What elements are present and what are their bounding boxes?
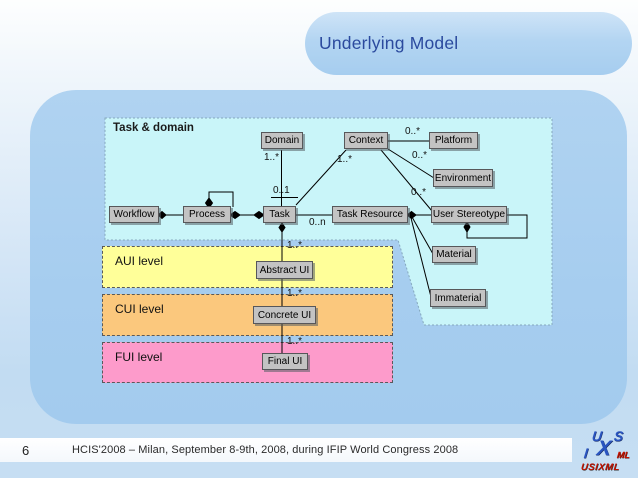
logo-letter-s: S [613,428,625,444]
node-task: Task [263,206,296,223]
edge-context-task [295,149,347,206]
node-final-ui: Final UI [262,353,308,370]
multiplicity-context-environment: 0..* [412,150,428,161]
multiplicity-abstract-concrete-ui: 1..* [287,288,303,299]
node-context: Context [344,132,388,149]
logo-letters-ml: ML [616,450,631,460]
node-workflow: Workflow [109,206,159,223]
node-user-stereotype: User Stereotype [431,206,507,223]
edge-userstereotype-self-loop [466,214,528,239]
multiplicity-context-platform: 0..* [405,126,421,137]
aui-level-band: AUI level [102,246,393,288]
node-concrete-ui: Concrete UI [253,306,316,324]
slide-title-bubble: Underlying Model [305,12,632,75]
diamond-taskresource [406,210,417,220]
fui-level-band: FUI level [102,342,393,383]
edge-taskresource-material [411,216,434,255]
multiplicity-domain-task: 1..* [264,152,280,163]
diamond-workflow [157,210,167,220]
node-domain: Domain [261,132,303,149]
node-process: Process [183,206,231,223]
node-task-resource-label: Task Resource [336,209,404,220]
node-context-label: Context [348,135,384,146]
usixml-logo: U S I X ML USIXML [578,426,636,476]
node-abstract-ui-label: Abstract UI [259,264,310,276]
node-immaterial: Immaterial [430,289,486,307]
multiplicity-context-task: 1..* [337,154,353,165]
node-concrete-ui-label: Concrete UI [257,309,312,321]
edge-taskresource-immaterial [410,217,432,298]
node-domain-label: Domain [264,135,300,146]
node-process-label: Process [188,209,226,220]
multiplicity-task-abstract-ui: 1..* [287,240,303,251]
diamond-userstereotype-loop [463,221,471,233]
diamond-task-bottom [278,222,286,233]
logo-letter-x: X [595,437,613,460]
node-task-label: Task [269,209,290,220]
edge-context-environment [387,148,435,179]
node-environment-label: Environment [434,172,492,184]
multiplicity-context-user-stereotype: 0..* [411,187,427,198]
slide-title: Underlying Model [319,33,459,53]
node-user-stereotype-label: User Stereotype [432,209,506,220]
edge-process-self-loop [208,191,234,207]
multiplicity-task-task-resource: 0..n [309,217,326,228]
node-abstract-ui: Abstract UI [256,261,313,279]
logo-wordmark: USIXML [580,462,621,473]
node-task-resource: Task Resource [332,206,408,223]
node-environment: Environment [433,169,493,187]
diamond-process-right [229,210,241,220]
multiplicity-concrete-final-ui: 1..* [287,336,303,347]
multiplicity-task-domain: 0..1 [273,185,290,196]
edge-context-userstereotype [380,149,433,212]
cui-level-band: CUI level [102,294,393,336]
page-number: 6 [22,442,30,458]
node-material-label: Material [436,249,472,260]
logo-letter-i: I [583,445,589,461]
node-platform-label: Platform [434,135,473,146]
node-workflow-label: Workflow [113,209,155,220]
cui-level-label: CUI level [115,302,164,316]
aui-level-label: AUI level [115,254,164,268]
node-final-ui-label: Final UI [267,356,303,367]
task-domain-frame-label: Task & domain [113,122,194,134]
fui-level-label: FUI level [115,350,163,364]
node-platform: Platform [429,132,478,149]
node-immaterial-label: Immaterial [434,292,482,304]
node-material: Material [432,246,476,263]
footer-text: HCIS'2008 – Milan, September 8-9th, 2008… [72,444,459,456]
footer-band: 6 HCIS'2008 – Milan, September 8-9th, 20… [0,438,572,462]
